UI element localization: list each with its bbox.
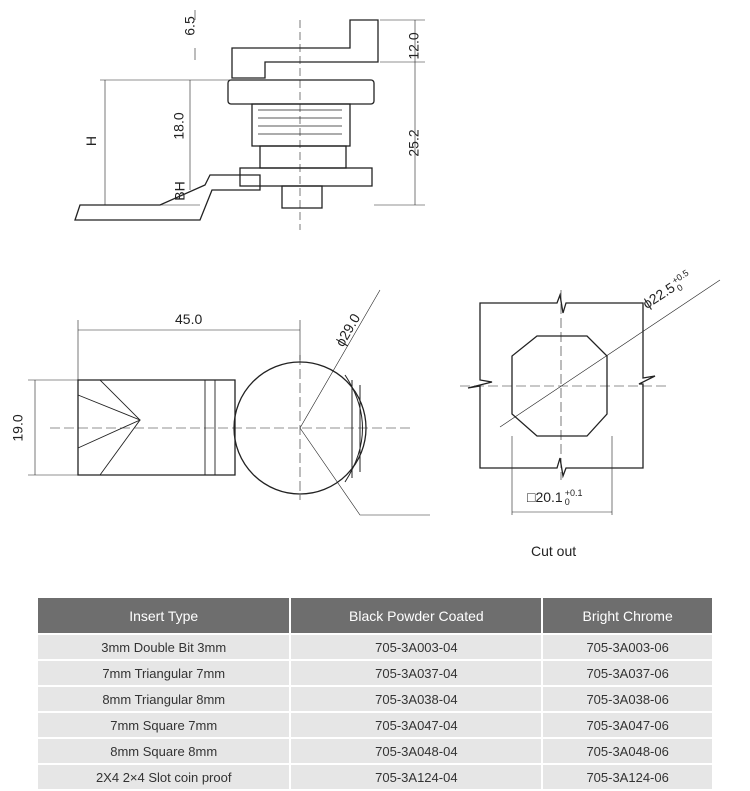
table-cell: 705-3A003-04 <box>291 635 542 659</box>
table-cell: 7mm Square 7mm <box>38 713 290 737</box>
dim-bh: BH <box>171 181 188 201</box>
table-cell: 705-3A048-06 <box>543 739 712 763</box>
table-cell: 705-3A003-06 <box>543 635 712 659</box>
cutout-square-tol-upper: +0.1 <box>564 488 583 498</box>
table-cell: 705-3A047-06 <box>543 713 712 737</box>
table-cell: 705-3A124-04 <box>291 765 542 789</box>
dim-h: H <box>83 135 100 147</box>
front-view <box>28 289 430 516</box>
technical-drawing <box>28 10 721 516</box>
dim-12-0: 12.0 <box>405 32 422 60</box>
dim-6-5: 6.5 <box>181 16 198 36</box>
dim-18-0: 18.0 <box>170 112 187 140</box>
table-cell: 7mm Triangular 7mm <box>38 661 290 685</box>
side-view <box>74 10 425 230</box>
table-cell: 3mm Double Bit 3mm <box>38 635 290 659</box>
table-cell: 2X4 2×4 Slot coin proof <box>38 765 290 789</box>
table-cell: 705-3A038-06 <box>543 687 712 711</box>
table-cell: 705-3A037-06 <box>543 661 712 685</box>
table-cell: 8mm Triangular 8mm <box>38 687 290 711</box>
part-number-table: Insert Type Black Powder Coated Bright C… <box>36 596 714 791</box>
table-cell: 705-3A047-04 <box>291 713 542 737</box>
table-cell: 705-3A038-04 <box>291 687 542 711</box>
table-cell: 8mm Square 8mm <box>38 739 290 763</box>
dim-19-0: 19.0 <box>9 414 26 442</box>
header-black-powder: Black Powder Coated <box>291 598 542 633</box>
cutout-square-tol-lower: 0 <box>564 497 570 507</box>
table-cell: 705-3A048-04 <box>291 739 542 763</box>
cutout-square-value: □20.1 <box>527 489 563 505</box>
dim-25-2: 25.2 <box>405 129 422 157</box>
table-cell: 705-3A124-06 <box>543 765 712 789</box>
table-cell: 705-3A037-04 <box>291 661 542 685</box>
header-insert-type: Insert Type <box>38 598 290 633</box>
dim-45-0: 45.0 <box>175 311 203 327</box>
cutout-view <box>460 279 721 515</box>
header-bright-chrome: Bright Chrome <box>543 598 712 633</box>
table-header-row: Insert Type Black Powder Coated Bright C… <box>38 598 712 633</box>
cutout-caption: Cut out <box>531 543 577 559</box>
